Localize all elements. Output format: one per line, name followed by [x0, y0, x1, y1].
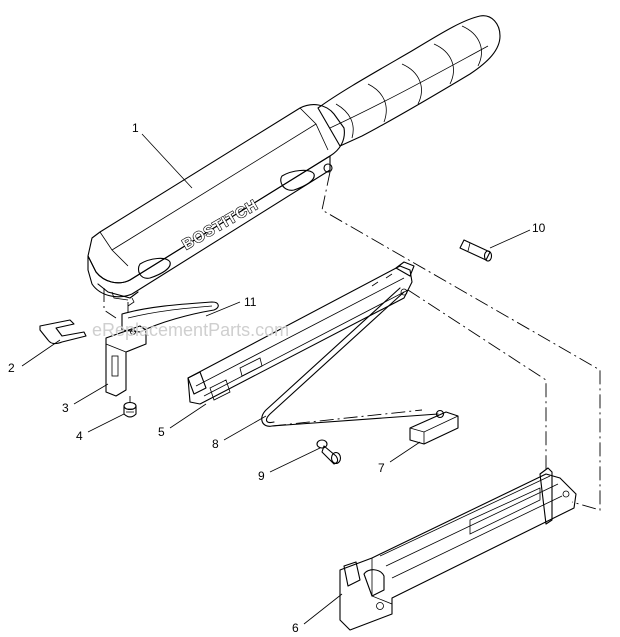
part-8-wire — [261, 287, 439, 427]
watermark-text: eReplacementParts.com — [92, 320, 289, 340]
callout-3: 3 — [62, 401, 69, 415]
leader-lines — [21, 133, 531, 625]
part-1-handle: BOSTITCH — [87, 15, 501, 307]
callout-8: 8 — [212, 437, 219, 451]
callout-6: 6 — [292, 621, 299, 635]
callout-labels: 1 2 3 4 5 6 7 8 9 10 11 — [8, 121, 546, 635]
part-3-bracket — [105, 325, 147, 397]
part-11-spring — [121, 301, 219, 333]
assembly-lines — [103, 171, 601, 511]
callout-2: 2 — [8, 361, 15, 375]
part-10-pin — [459, 239, 493, 262]
callout-7: 7 — [378, 461, 385, 475]
part-6-magazine — [339, 467, 577, 631]
callout-5: 5 — [158, 425, 165, 439]
part-4-screw — [123, 401, 137, 418]
callout-10: 10 — [532, 221, 546, 235]
callout-1: 1 — [132, 121, 139, 135]
brand-logo-text: BOSTITCH — [180, 196, 262, 253]
callout-11: 11 — [244, 295, 257, 309]
part-9-pin — [316, 439, 342, 465]
callout-4: 4 — [76, 429, 83, 443]
callout-9: 9 — [258, 469, 265, 483]
part-7-follower — [409, 409, 459, 445]
part-2-guide-plate — [39, 319, 87, 345]
